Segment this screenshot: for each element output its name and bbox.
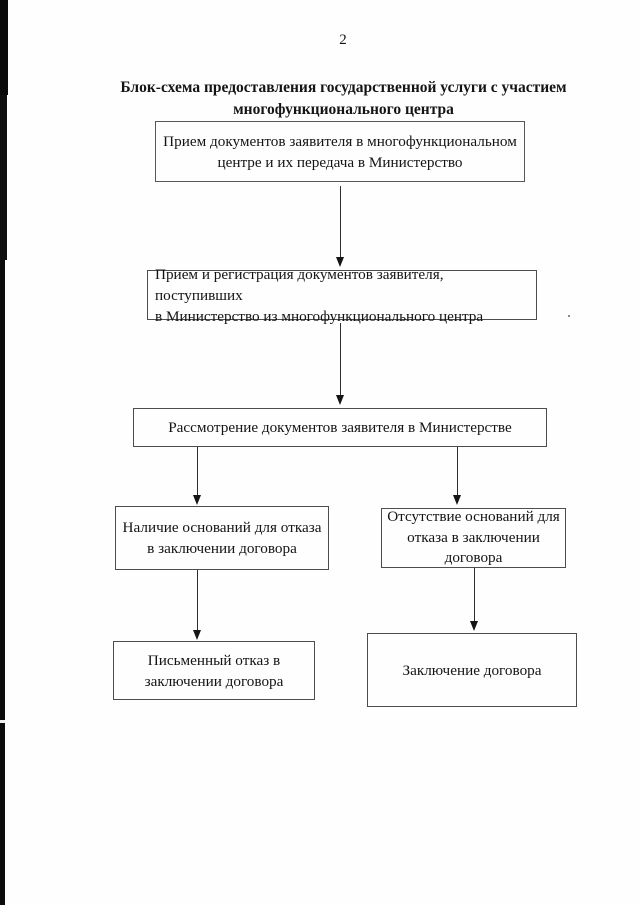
- arrow-head-icon: [453, 495, 461, 505]
- flow-box-no-refusal-grounds: Отсутствие оснований для отказа в заключ…: [381, 508, 566, 568]
- scan-noise-speck: [568, 315, 570, 317]
- scan-edge-artifact: [0, 0, 5, 905]
- page-number: 2: [339, 32, 347, 48]
- arrow-shaft: [340, 323, 341, 396]
- arrow-head-icon: [470, 621, 478, 631]
- flow-box-written-refusal: Письменный отказ в заключении договора: [113, 641, 315, 700]
- diagram-title: Блок-схема предоставления государственно…: [120, 79, 567, 118]
- down-arrow-registration-to-review: [336, 323, 345, 405]
- flow-box-refusal-grounds: Наличие оснований для отказа в заключени…: [115, 506, 329, 570]
- arrow-head-icon: [193, 495, 201, 505]
- down-arrow-mfc-to-registration: [336, 186, 345, 267]
- scan-edge-notch: [0, 720, 5, 723]
- arrow-shaft: [197, 570, 198, 631]
- flow-box-review: Рассмотрение документов заявителя в Мини…: [133, 408, 547, 447]
- flow-box-mfc-reception: Прием документов заявителя в многофункци…: [155, 121, 525, 182]
- arrow-shaft: [474, 568, 475, 622]
- down-arrow-no-refusal-to-conclusion: [470, 568, 479, 631]
- arrow-head-icon: [336, 257, 344, 267]
- arrow-shaft: [197, 447, 198, 496]
- down-arrow-review-to-refusal-grounds: [193, 447, 202, 505]
- arrow-head-icon: [193, 630, 201, 640]
- arrow-shaft: [457, 447, 458, 496]
- scan-edge-artifact-mid: [0, 95, 7, 260]
- flow-box-contract-conclusion: Заключение договора: [367, 633, 577, 707]
- down-arrow-review-to-no-refusal-grounds: [453, 447, 462, 505]
- arrow-shaft: [340, 186, 341, 258]
- flow-box-ministry-registration: Прием и регистрация документов заявителя…: [147, 266, 537, 325]
- down-arrow-refusal-to-written-refusal: [193, 570, 202, 640]
- arrow-head-icon: [336, 395, 344, 405]
- scan-edge-artifact-top: [0, 0, 8, 95]
